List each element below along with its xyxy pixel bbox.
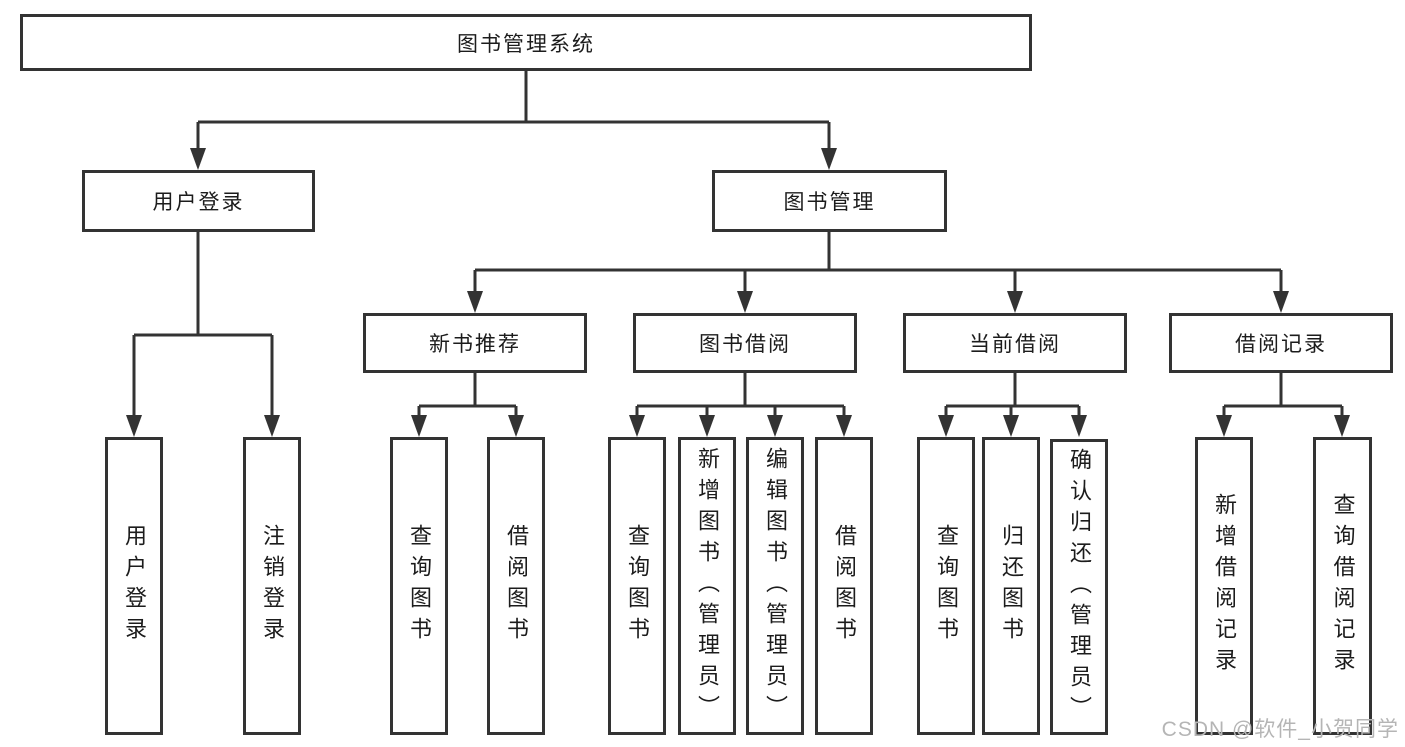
leaf-edit-book-admin-label: 编辑图书（管理员）	[763, 446, 788, 726]
node-book-management-label: 图书管理	[783, 191, 876, 214]
node-current-borrow: 当前借阅	[903, 313, 1127, 373]
node-borrow-record-label: 借阅记录	[1235, 333, 1327, 356]
leaf-add-borrow-record-label: 新增借阅记录	[1212, 493, 1237, 679]
leaf-query-borrow-record-label: 查询借阅记录	[1330, 493, 1356, 679]
node-current-borrow-label: 当前借阅	[969, 333, 1061, 356]
leaf-confirm-return-admin-label: 确认归还（管理员）	[1067, 447, 1092, 727]
leaf-query-borrow-record: 查询借阅记录	[1313, 437, 1372, 735]
leaf-query-book-2-label: 查询图书	[625, 524, 650, 648]
node-user-login-label: 用户登录	[152, 191, 245, 214]
node-library-system-label: 图书管理系统	[457, 32, 595, 56]
leaf-add-borrow-record: 新增借阅记录	[1195, 437, 1253, 735]
node-new-book-recommend-label: 新书推荐	[429, 333, 521, 356]
leaf-query-book-1: 查询图书	[390, 437, 448, 735]
leaf-add-book-admin: 新增图书（管理员）	[678, 437, 736, 735]
leaf-query-book-2: 查询图书	[608, 437, 666, 735]
node-book-management: 图书管理	[712, 170, 947, 232]
node-book-borrow: 图书借阅	[633, 313, 857, 373]
leaf-return-book-label: 归还图书	[999, 524, 1024, 648]
leaf-borrow-book-1-label: 借阅图书	[504, 524, 529, 648]
leaf-query-book-3: 查询图书	[917, 437, 975, 735]
leaf-confirm-return-admin: 确认归还（管理员）	[1050, 439, 1108, 735]
node-book-borrow-label: 图书借阅	[699, 333, 791, 356]
node-library-system: 图书管理系统	[20, 14, 1032, 71]
leaf-logout-label: 注销登录	[260, 524, 285, 648]
leaf-return-book: 归还图书	[982, 437, 1040, 735]
leaf-edit-book-admin: 编辑图书（管理员）	[746, 437, 804, 735]
leaf-user-login-label: 用户登录	[122, 524, 147, 648]
node-borrow-record: 借阅记录	[1169, 313, 1393, 373]
leaf-query-book-1-label: 查询图书	[407, 524, 432, 648]
leaf-borrow-book-2-label: 借阅图书	[832, 524, 857, 648]
leaf-borrow-book-2: 借阅图书	[815, 437, 873, 735]
leaf-borrow-book-1: 借阅图书	[487, 437, 545, 735]
leaf-add-book-admin-label: 新增图书（管理员）	[695, 446, 720, 726]
node-user-login: 用户登录	[82, 170, 315, 232]
leaf-query-book-3-label: 查询图书	[934, 524, 959, 648]
watermark: CSDN @软件_小贺同学	[1161, 718, 1399, 741]
node-new-book-recommend: 新书推荐	[363, 313, 587, 373]
leaf-user-login: 用户登录	[105, 437, 163, 735]
leaf-logout: 注销登录	[243, 437, 301, 735]
